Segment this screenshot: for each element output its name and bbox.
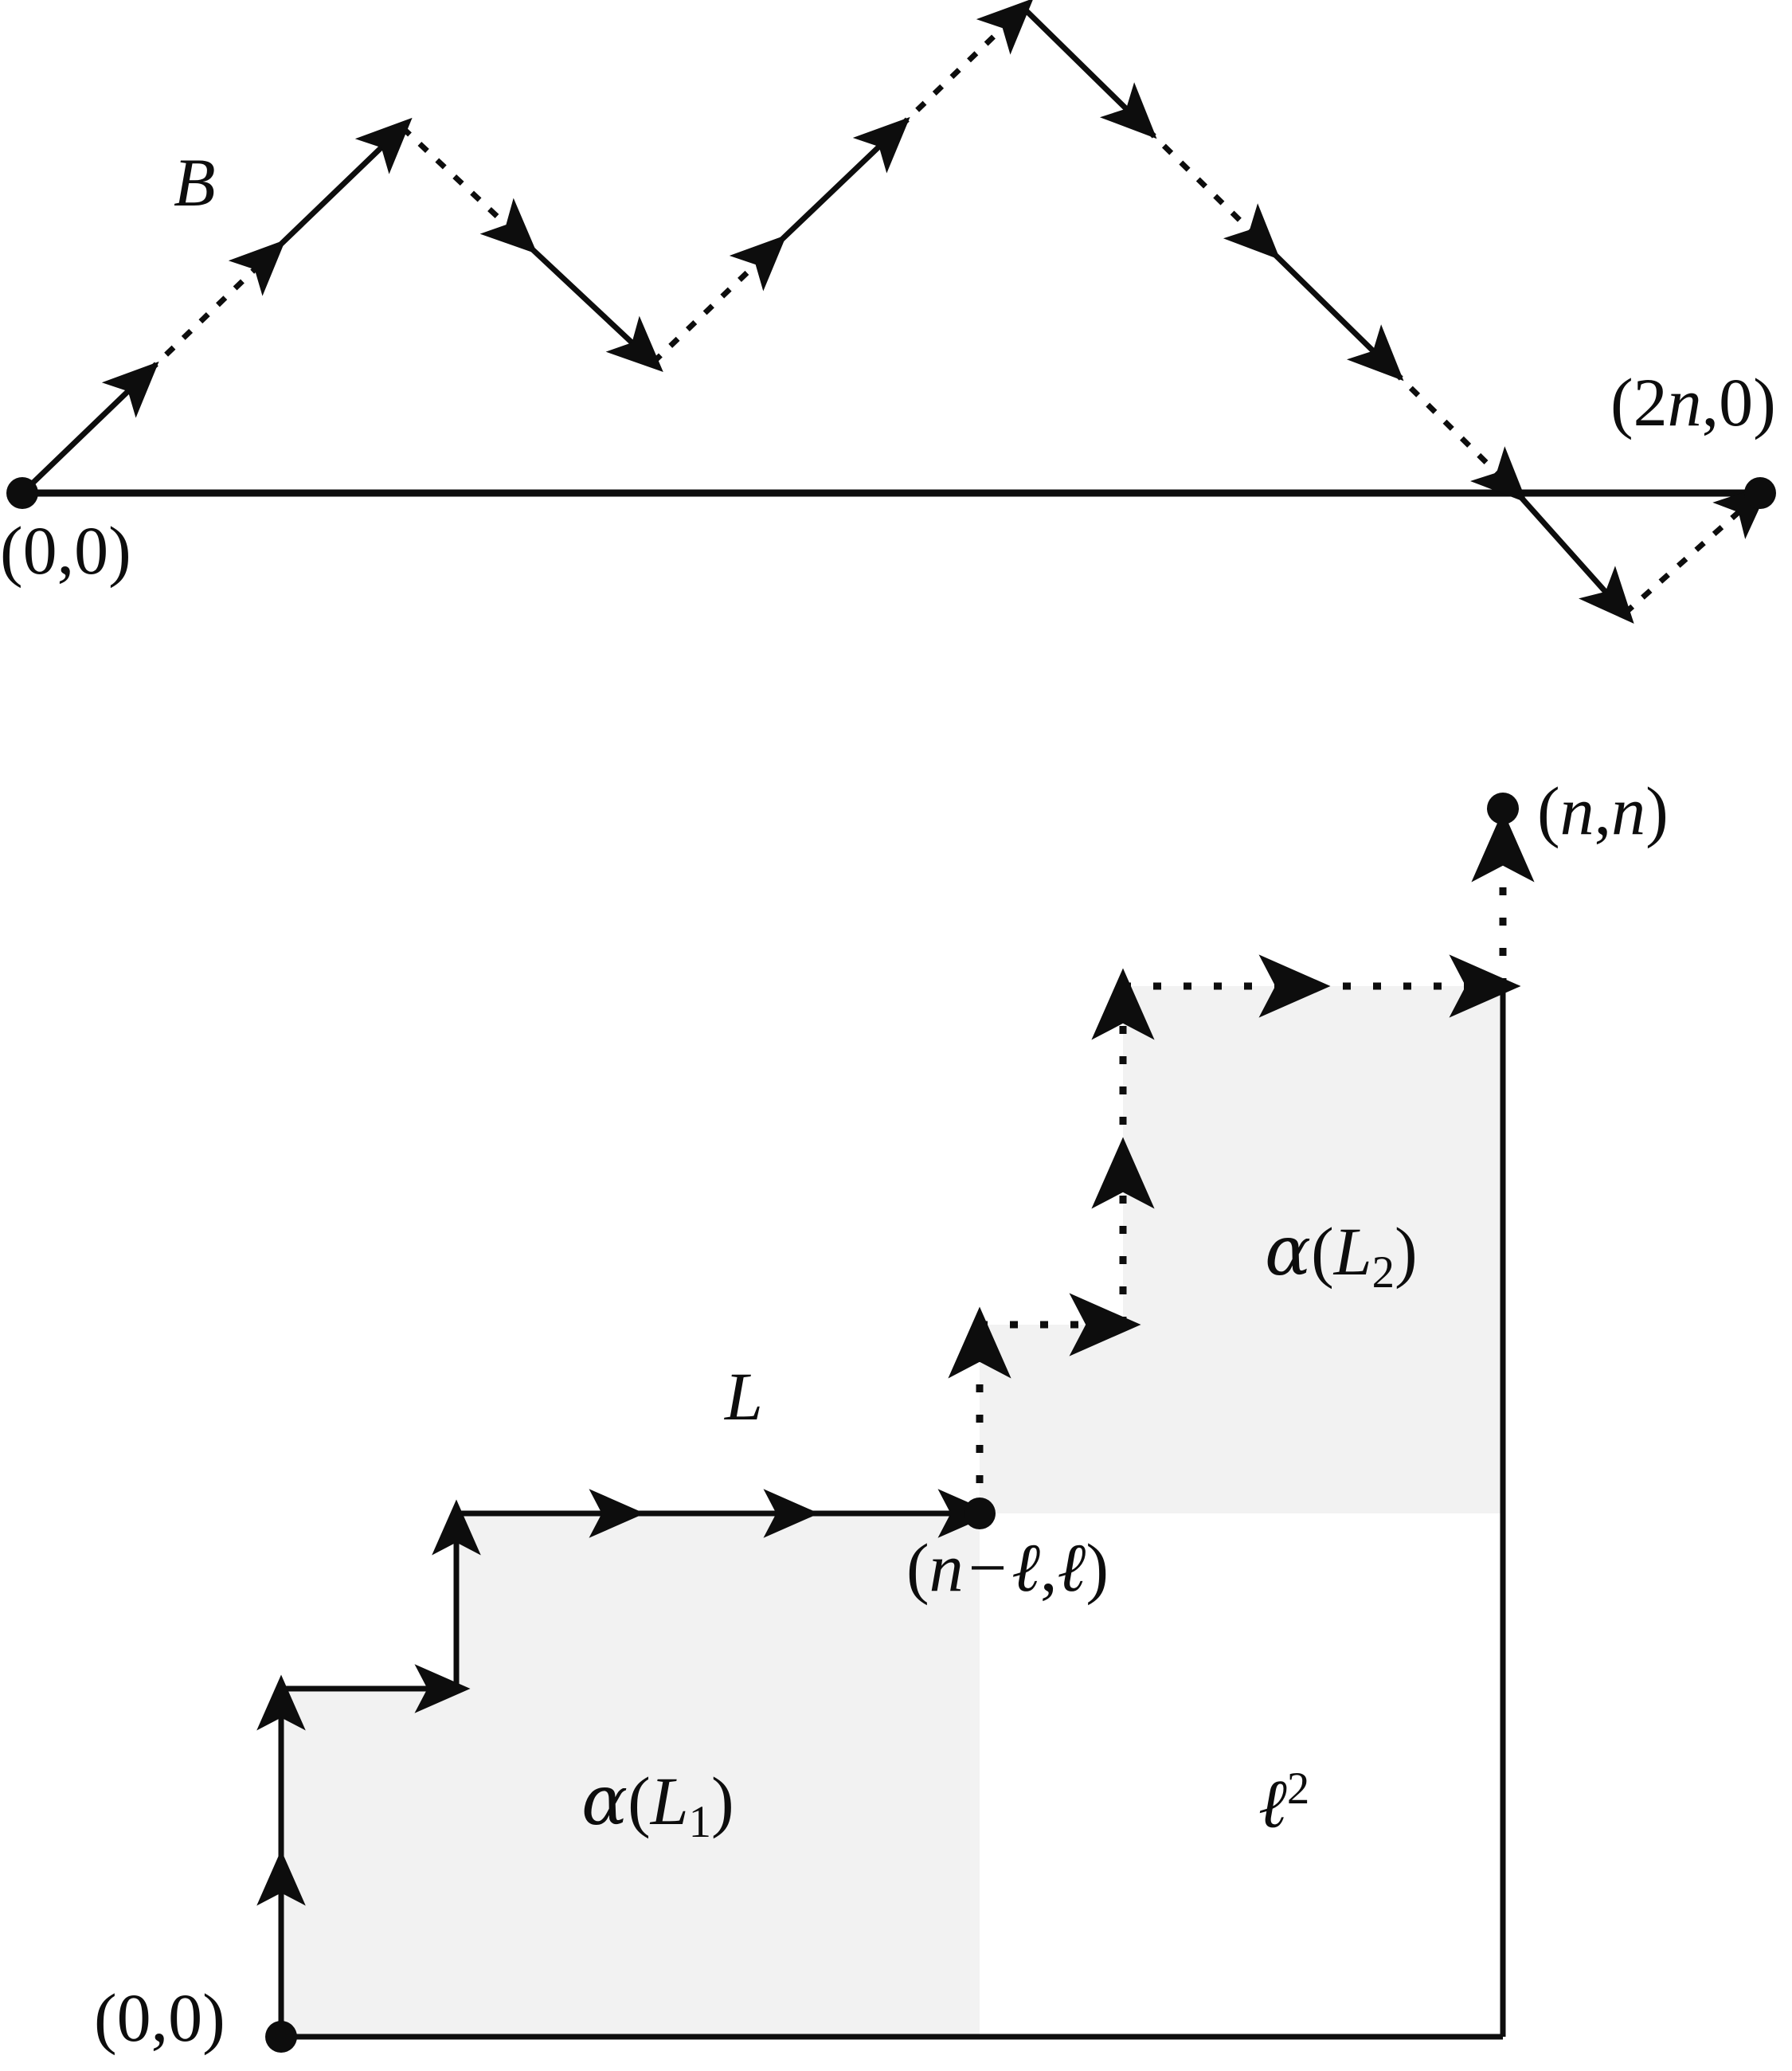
label-path-B: B [174,144,216,221]
label-split-point: (n−ℓ,ℓ) [906,1528,1109,1607]
lattice-path-L2-dotted [948,810,1535,1513]
label-area-alpha-L2: α(L2) [1265,1212,1418,1298]
origin-dot-bottom [265,2021,297,2053]
path-segment-descent-2 [1021,6,1528,503]
label-origin-top: (0,0) [0,512,131,589]
region-alpha-L1 [281,1513,980,2037]
path-segment-ascent-2 [651,0,1034,365]
label-area-alpha-L1: α(L1) [581,1761,734,1847]
label-origin-bottom: (0,0) [94,1979,225,2056]
origin-dot-top [6,477,38,509]
label-path-L: L [725,1358,763,1435]
lattice-path-L1-solid [256,1489,994,2037]
label-endpoint-bottom: (n,n) [1537,773,1669,849]
label-endpoint-top: (2n,0) [1610,364,1776,440]
endpoint-dot-top [1744,477,1776,509]
path-segment-descent-1 [400,125,663,372]
label-area-ell-squared: ℓ2 [1258,1764,1310,1844]
region-alpha-L2 [980,986,1503,1513]
path-segment-final-ascent [1622,483,1771,616]
endpoint-dot-bottom [1487,793,1519,824]
split-point-dot [964,1497,996,1529]
path-segment-ascent-1 [20,117,413,495]
path-segment-descent-3 [1515,491,1634,624]
